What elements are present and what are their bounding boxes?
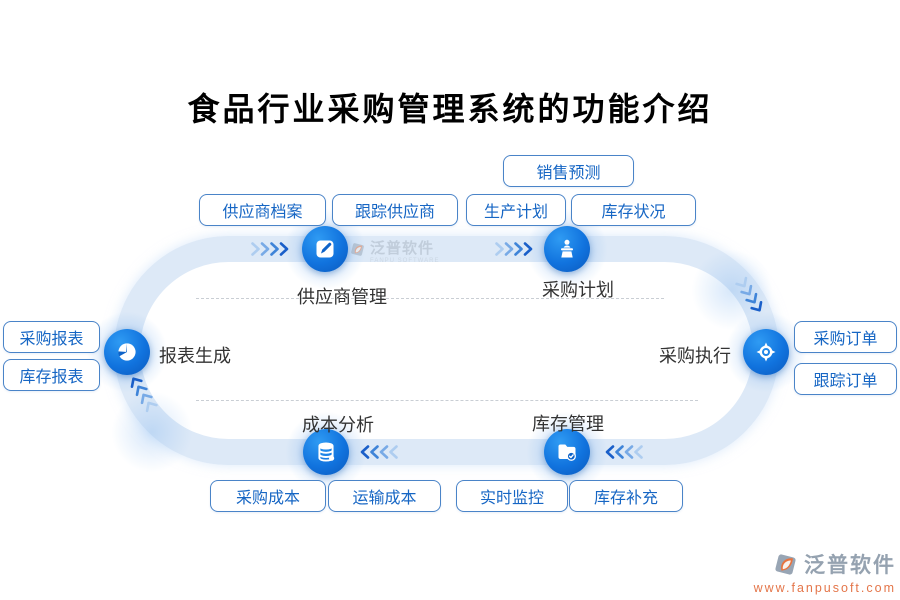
tag-inventory-replenish: 库存补充 [569, 480, 683, 512]
tag-realtime-monitor: 实时监控 [456, 480, 568, 512]
tag-transport-cost: 运输成本 [328, 480, 441, 512]
podium-person-icon [561, 239, 573, 258]
node-purchase-execution [743, 329, 789, 375]
watermark-center: 泛普软件 FANPU SOFTWARE [349, 241, 439, 264]
edit-note-icon [316, 240, 334, 258]
watermark-url: www.fanpusoft.com [753, 581, 896, 595]
chevron-flow-icon [251, 242, 289, 256]
node-label-supplier-management: 供应商管理 [297, 287, 387, 307]
node-supplier-management [302, 226, 348, 272]
node-label-report-generation: 报表生成 [159, 346, 231, 366]
watermark-brand: 泛普软件 [804, 554, 896, 577]
node-label-purchase-execution: 采购执行 [659, 346, 731, 366]
tag-production-plan: 生产计划 [466, 194, 566, 226]
tag-track-supplier: 跟踪供应商 [332, 194, 458, 226]
watermark-footer: 泛普软件 www.fanpusoft.com [750, 549, 896, 595]
node-inventory-management [544, 429, 590, 475]
fanpu-logo-icon [774, 553, 797, 575]
node-purchase-planning [544, 226, 590, 272]
tag-inventory-status: 库存状况 [571, 194, 696, 226]
node-cost-analysis [303, 429, 349, 475]
node-label-purchase-planning: 采购计划 [542, 280, 614, 300]
pie-chart-icon [118, 343, 136, 361]
coins-icon [318, 442, 335, 462]
fanpu-logo-icon [350, 242, 365, 257]
tag-sales-forecast: 销售预测 [503, 155, 634, 187]
node-report-generation [104, 329, 150, 375]
watermark-brand: 泛普软件 [370, 240, 435, 257]
tag-supplier-profile: 供应商档案 [199, 194, 326, 226]
chevron-flow-icon [495, 242, 533, 256]
node-label-inventory-management: 库存管理 [532, 414, 604, 434]
tag-inventory-report: 库存报表 [3, 359, 100, 391]
chevron-flow-icon [360, 445, 398, 459]
page-title: 食品行业采购管理系统的功能介绍 [187, 91, 713, 127]
tag-purchase-report: 采购报表 [3, 321, 100, 353]
target-icon [756, 342, 776, 362]
dashed-guide-line-bottom [196, 400, 698, 401]
tag-purchase-order: 采购订单 [794, 321, 897, 353]
dashed-guide-line-top [196, 298, 664, 299]
tag-purchase-cost: 采购成本 [210, 480, 326, 512]
chevron-flow-icon [605, 445, 643, 459]
watermark-subtext: FANPU SOFTWARE [370, 258, 440, 264]
node-label-cost-analysis: 成本分析 [302, 415, 374, 435]
tag-track-order: 跟踪订单 [794, 363, 897, 395]
folder-check-icon [558, 444, 576, 461]
